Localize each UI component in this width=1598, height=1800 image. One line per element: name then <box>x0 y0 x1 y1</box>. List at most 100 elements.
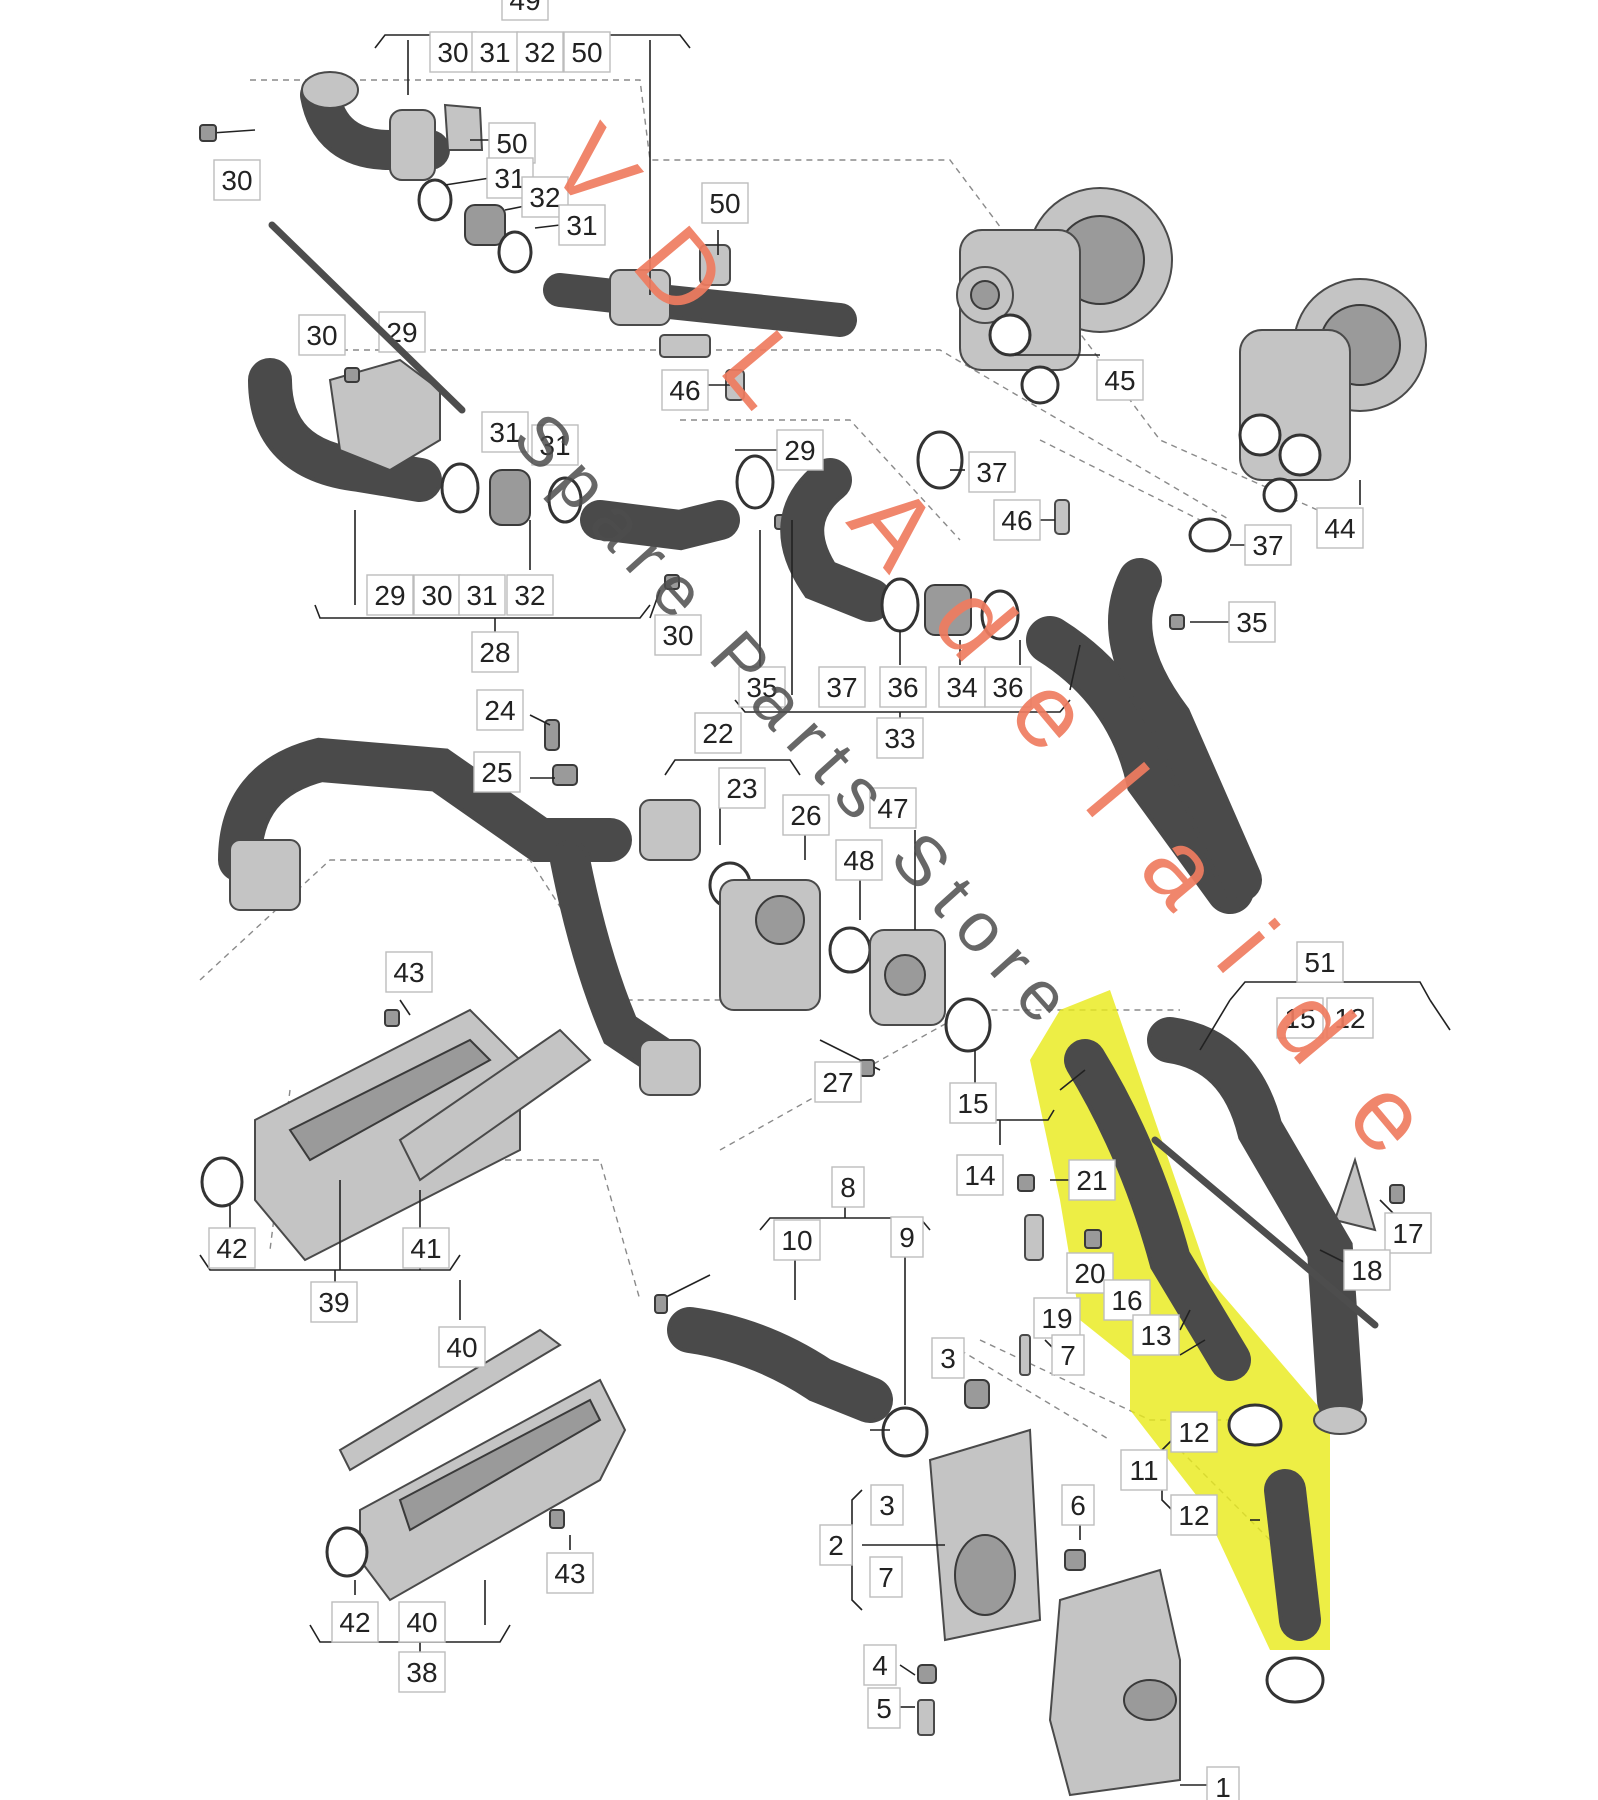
callout-35: 35 <box>738 666 786 708</box>
leader-lines <box>199 34 1451 1786</box>
callout-box <box>1326 997 1374 1039</box>
callout-number: 18 <box>1351 1255 1382 1286</box>
callout-31: 31 <box>558 204 606 246</box>
callout-number: 48 <box>843 845 874 876</box>
callout-38: 38 <box>398 1651 446 1693</box>
callout-30: 30 <box>298 314 346 356</box>
callout-box <box>331 1601 379 1643</box>
callout-30: 30 <box>413 574 461 616</box>
callout-50: 50 <box>563 31 611 73</box>
callout-number: 44 <box>1324 513 1355 544</box>
callout-number: 31 <box>539 430 570 461</box>
callout-27: 27 <box>814 1061 862 1103</box>
callout-box <box>701 182 749 224</box>
callout-20: 20 <box>1066 1252 1114 1294</box>
callout-box <box>782 794 830 836</box>
callout-box <box>208 1227 256 1269</box>
callout-number: 31 <box>566 210 597 241</box>
callout-box <box>1316 507 1364 549</box>
callout-number: 43 <box>393 957 424 988</box>
callout-number: 42 <box>339 1607 370 1638</box>
callout-box <box>831 1166 865 1208</box>
callout-box <box>867 1687 901 1729</box>
callout-number: 1 <box>1215 1772 1231 1800</box>
callout-19: 19 <box>1033 1297 1081 1339</box>
callout-number: 5 <box>876 1693 892 1724</box>
callout-number: 50 <box>709 188 740 219</box>
callout-number: 30 <box>437 37 468 68</box>
callout-number: 32 <box>514 580 545 611</box>
callout-number: 37 <box>1252 530 1283 561</box>
callout-number: 24 <box>484 695 515 726</box>
callout-17: 17 <box>1384 1212 1432 1254</box>
callout-box <box>1384 1212 1432 1254</box>
callout-number: 30 <box>421 580 452 611</box>
callout-box <box>501 0 549 21</box>
callout-box <box>438 1326 486 1368</box>
callout-box <box>993 499 1041 541</box>
callout-number: 25 <box>481 757 512 788</box>
callout-box <box>213 159 261 201</box>
callout-number: 50 <box>496 128 527 159</box>
callout-number: 30 <box>306 320 337 351</box>
callout-box <box>1228 601 1276 643</box>
callout-box <box>471 631 519 673</box>
callout-46: 46 <box>993 499 1041 541</box>
callout-43: 43 <box>546 1552 594 1594</box>
callout-number: 50 <box>571 37 602 68</box>
callout-4: 4 <box>863 1644 897 1686</box>
callout-box <box>1103 1279 1151 1321</box>
callout-box <box>869 787 917 829</box>
callout-number: 7 <box>878 1562 894 1593</box>
callout-42: 42 <box>331 1601 379 1643</box>
callout-box <box>1120 1449 1168 1491</box>
callout-7: 7 <box>1051 1334 1085 1376</box>
watermark-stroke-left <box>268 221 466 414</box>
callout-box <box>949 1082 997 1124</box>
callout-number: 35 <box>1236 607 1267 638</box>
callout-51: 51 <box>1296 941 1344 983</box>
callout-box <box>1033 1297 1081 1339</box>
callout-number: 8 <box>840 1172 856 1203</box>
callout-18: 18 <box>1343 1249 1391 1291</box>
callout-number: 32 <box>524 37 555 68</box>
callout-34: 34 <box>938 666 986 708</box>
callout-box <box>738 666 786 708</box>
callout-45: 45 <box>1096 359 1144 401</box>
callout-number: 2 <box>828 1530 844 1561</box>
callout-box <box>563 31 611 73</box>
callout-21: 21 <box>1068 1159 1116 1201</box>
callout-23: 23 <box>718 767 766 809</box>
callout-box <box>869 1556 903 1598</box>
callout-box <box>458 574 506 616</box>
callout-9: 9 <box>890 1216 924 1258</box>
callout-10: 10 <box>773 1219 821 1261</box>
callout-47: 47 <box>869 787 917 829</box>
callout-number: 34 <box>946 672 977 703</box>
callout-box <box>516 31 564 73</box>
callout-28: 28 <box>471 631 519 673</box>
callout-8: 8 <box>831 1166 865 1208</box>
callout-box <box>1170 1411 1218 1453</box>
callout-box <box>398 1601 446 1643</box>
callout-box <box>1244 524 1292 566</box>
callout-31: 31 <box>458 574 506 616</box>
watermark-stroke-right <box>1151 1136 1379 1329</box>
callout-number: 17 <box>1392 1218 1423 1249</box>
callout-number: 37 <box>976 457 1007 488</box>
callout-box <box>471 31 519 73</box>
callout-box <box>476 689 524 731</box>
callout-15: 15 <box>1276 997 1324 1039</box>
callout-37: 37 <box>1244 524 1292 566</box>
callout-41: 41 <box>402 1227 450 1269</box>
highlighted-hose-region <box>1030 990 1330 1650</box>
callout-box <box>968 451 1016 493</box>
callout-number: 6 <box>1070 1490 1086 1521</box>
callout-box <box>546 1552 594 1594</box>
callout-box <box>481 411 529 453</box>
callout-31: 31 <box>481 411 529 453</box>
callout-box <box>718 767 766 809</box>
callout-number: 31 <box>479 37 510 68</box>
callout-14: 14 <box>956 1154 1004 1196</box>
